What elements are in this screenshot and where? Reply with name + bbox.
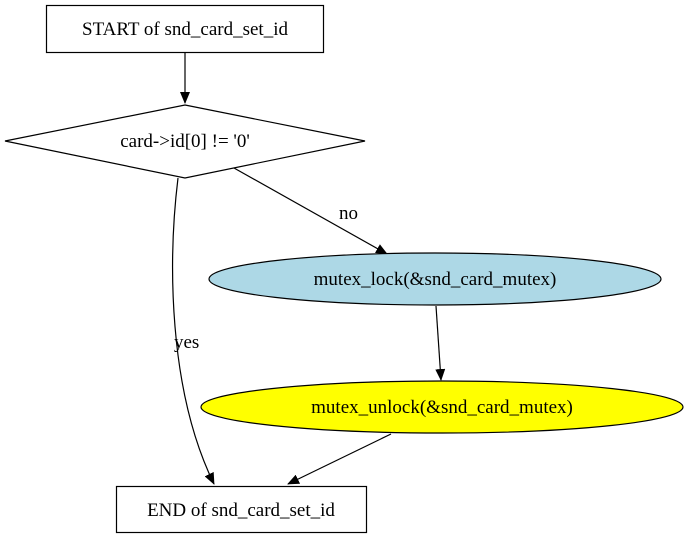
- edge-cond-to-lock: no: [233, 167, 388, 255]
- node-end[interactable]: END of snd_card_set_id: [115, 485, 368, 534]
- node-mutex-unlock[interactable]: mutex_unlock(&snd_card_mutex): [200, 380, 684, 434]
- node-mutex-lock[interactable]: mutex_lock(&snd_card_mutex): [208, 252, 662, 306]
- node-end-label: END of snd_card_set_id: [147, 500, 335, 521]
- node-condition[interactable]: card->id[0] != '0': [4, 104, 366, 179]
- edge-unlock-to-end: [287, 433, 392, 485]
- edge-cond-to-end: yes: [172, 177, 215, 485]
- node-start[interactable]: START of snd_card_set_id: [45, 4, 325, 54]
- node-mutex-lock-label: mutex_lock(&snd_card_mutex): [314, 269, 557, 290]
- node-mutex-unlock-label: mutex_unlock(&snd_card_mutex): [311, 397, 573, 418]
- node-start-label: START of snd_card_set_id: [82, 19, 288, 40]
- edge-lock-to-unlock: [435, 305, 446, 381]
- edge-label-no: no: [339, 203, 358, 224]
- edge-label-yes: yes: [174, 332, 199, 353]
- node-condition-label: card->id[0] != '0': [120, 131, 250, 152]
